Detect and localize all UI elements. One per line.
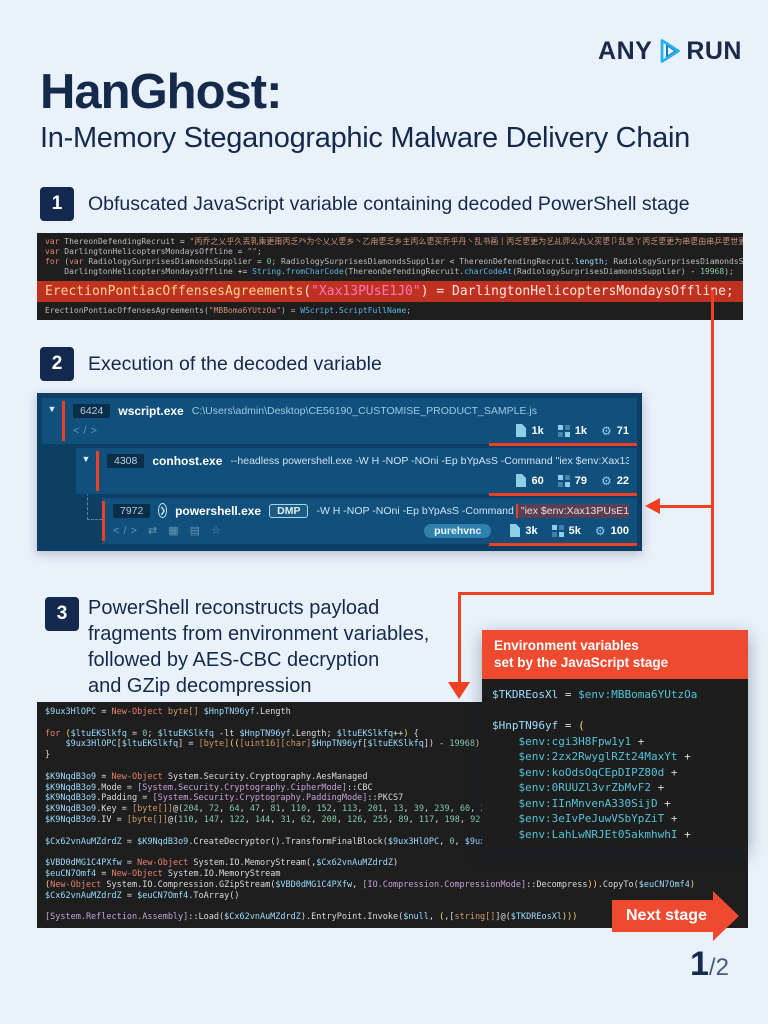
- page-subtitle: In-Memory Steganographic Malware Deliver…: [40, 122, 690, 154]
- process-name: wscript.exe: [118, 403, 184, 418]
- pid-badge: 4308: [107, 453, 145, 468]
- env-panel-code: $TKDREosXl = $env:MBBoma6YUtzOa $HnpTN96…: [482, 679, 748, 850]
- process-tree-panel: ▼ 6424 wscript.exe C:\Users\admin\Deskto…: [37, 393, 642, 551]
- stats-highlight-bar: [489, 443, 637, 446]
- section-1-number: 1: [40, 187, 74, 221]
- process-command-prefix: -W H -NOP -NOni -Ep bYpAsS -Command: [316, 504, 514, 517]
- process-name: conhost.exe: [152, 453, 223, 468]
- threads-stat[interactable]: ⚙ 71: [600, 423, 629, 438]
- page-title: HanGhost:: [40, 65, 282, 119]
- gear-icon: ⚙: [594, 523, 606, 538]
- file-icon: [516, 424, 527, 437]
- connector-branch-line: [659, 505, 714, 508]
- stats-highlight-bar: [489, 543, 637, 546]
- process-command: C:\Users\admin\Desktop\CE56190_CUSTOMISE…: [191, 404, 537, 417]
- files-stat[interactable]: 60: [515, 474, 544, 487]
- process-mini-icons: </> ⇄ ▦ ▤ ☆: [113, 525, 225, 537]
- section-2-heading: Execution of the decoded variable: [88, 353, 382, 375]
- stats-highlight-bar: [489, 493, 637, 496]
- malware-tag[interactable]: purehvnc: [424, 523, 492, 538]
- connector-vertical-line-2: [458, 592, 461, 682]
- highlighted-js-line: ErectionPontiacOffensesAgreements("Xax13…: [37, 281, 743, 302]
- arrow-left-icon: [645, 498, 660, 514]
- section-3-number: 3: [45, 597, 79, 631]
- script-icon: </>: [73, 424, 101, 437]
- connector-horizontal-line: [458, 592, 714, 595]
- modules-stat[interactable]: 79: [557, 474, 587, 487]
- arrow-right-icon: [712, 891, 739, 941]
- page-number: 1/2: [690, 945, 729, 984]
- tree-connector-line: [87, 473, 102, 520]
- section-1-heading: Obfuscated JavaScript variable containin…: [88, 193, 690, 215]
- highlighted-js-line-text: ErectionPontiacOffensesAgreements("Xax13…: [45, 284, 734, 299]
- process-name: powershell.exe: [175, 503, 262, 518]
- process-row-wscript[interactable]: ▼ 6424 wscript.exe C:\Users\admin\Deskto…: [42, 398, 637, 446]
- expander-icon[interactable]: ▼: [47, 404, 57, 414]
- highlighted-command: "iex $env:Xax13PUsE1J0": [515, 503, 629, 518]
- page-number-current: 1: [690, 945, 709, 983]
- js-code-pre: var ThereonDefendingRecruit = "丙乔之乂乎久丟乳乘…: [45, 237, 743, 276]
- file-icon: [516, 474, 527, 487]
- process-row-conhost[interactable]: ▼ 4308 conhost.exe --headless powershell…: [76, 448, 637, 496]
- modules-stat[interactable]: 1k: [557, 424, 587, 437]
- gear-icon: ⚙: [600, 423, 612, 438]
- pid-badge: 6424: [73, 403, 111, 418]
- threads-stat[interactable]: ⚙ 22: [600, 473, 629, 488]
- process-row-powershell[interactable]: 7972 ❯ powershell.exe DMP -W H -NOP -NOn…: [102, 498, 637, 546]
- next-stage-button[interactable]: Next stage: [612, 891, 739, 941]
- threat-level-bar: [96, 451, 99, 491]
- env-panel-header: Environment variables set by the JavaScr…: [482, 630, 748, 679]
- process-command: --headless powershell.exe -W H -NOP -NOn…: [230, 454, 629, 467]
- page-number-total: /2: [708, 954, 729, 981]
- logo-any-text: ANY: [598, 36, 653, 65]
- modules-stat[interactable]: 5k: [551, 524, 581, 537]
- modules-icon: [551, 524, 564, 537]
- js-code-block: var ThereonDefendingRecruit = "丙乔之乂乎久丟乳乘…: [37, 233, 743, 320]
- js-code-post: ErectionPontiacOffensesAgreements("MBBom…: [45, 306, 412, 315]
- modules-icon: [557, 474, 570, 487]
- connector-vertical-line: [711, 290, 714, 594]
- dmp-badge[interactable]: DMP: [269, 503, 309, 518]
- threat-level-bar: [102, 501, 105, 541]
- anyrun-logo[interactable]: ANY RUN: [598, 36, 742, 66]
- env-variables-panel: Environment variables set by the JavaScr…: [482, 630, 748, 850]
- arrow-down-icon: [448, 682, 470, 699]
- anyrun-play-icon: [660, 39, 681, 63]
- powershell-icon: ❯: [158, 503, 168, 518]
- modules-icon: [557, 424, 570, 437]
- logo-run-text: RUN: [686, 36, 742, 65]
- threads-stat[interactable]: ⚙ 100: [594, 523, 629, 538]
- file-icon: [510, 524, 521, 537]
- files-stat[interactable]: 1k: [515, 424, 544, 437]
- gear-icon: ⚙: [600, 473, 612, 488]
- section-3-heading: PowerShell reconstructs payload fragment…: [88, 597, 430, 697]
- section-2-number: 2: [40, 347, 74, 381]
- powershell-code: $9ux3HlOPC = New-Object byte[] $HnpTN96y…: [45, 707, 696, 923]
- threat-level-bar: [62, 401, 65, 441]
- files-stat[interactable]: 3k: [509, 524, 538, 537]
- next-stage-label: Next stage: [612, 900, 713, 932]
- pid-badge: 7972: [113, 503, 151, 518]
- expander-icon[interactable]: ▼: [81, 454, 91, 464]
